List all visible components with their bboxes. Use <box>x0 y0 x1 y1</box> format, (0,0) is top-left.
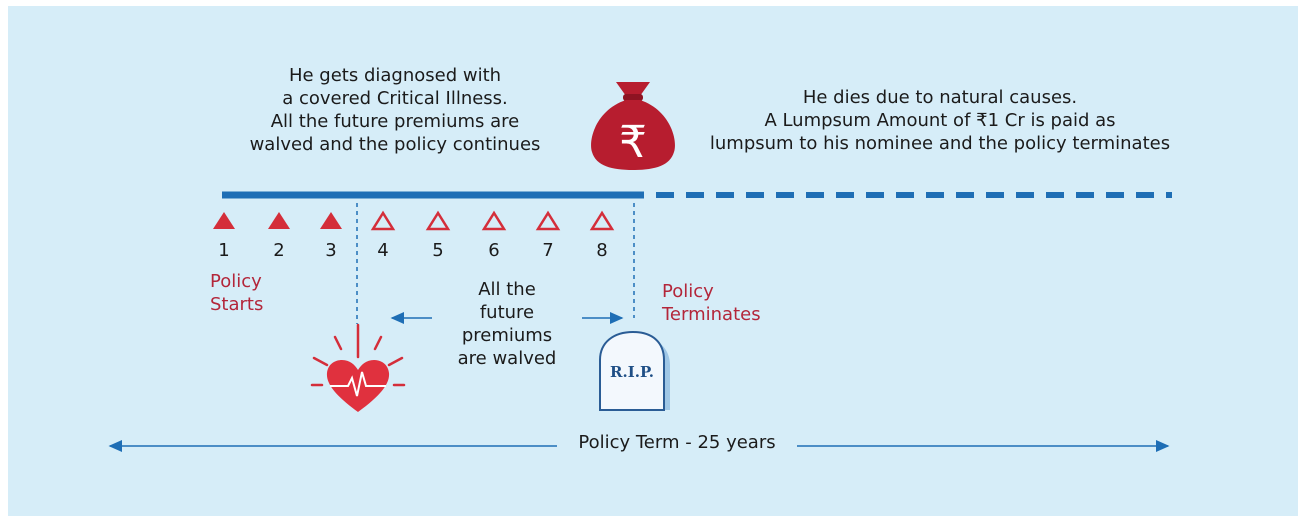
premium-number-6: 6 <box>488 240 500 261</box>
tombstone-icon: R.I.P. <box>599 330 670 411</box>
policy-terminates-line-2: Terminates <box>662 304 761 325</box>
diagram-panel <box>8 6 1298 516</box>
illness-line-2: a covered Critical Illness. <box>282 88 508 109</box>
waived-premium-triangle-icon <box>425 210 451 231</box>
waiver-note: All the future premiums are walved <box>432 278 582 370</box>
premium-number-2: 2 <box>273 240 285 261</box>
illness-line-1: He gets diagnosed with <box>288 65 502 86</box>
death-line-2: A Lumpsum Amount of ₹1 Cr is paid as <box>764 110 1116 131</box>
policy-starts-line-2: Starts <box>210 294 264 315</box>
waived-premium-triangle-icon <box>589 210 615 231</box>
money-bag-icon: ₹ <box>591 82 675 170</box>
illness-event-text: He gets diagnosed with a covered Critica… <box>230 64 560 156</box>
currency-symbol: ₹ <box>619 117 647 168</box>
paid-premium-triangle-icon <box>268 212 290 229</box>
waived-premium-triangle-icon <box>370 210 396 231</box>
paid-premium-triangle-icon <box>213 212 235 229</box>
waived-premium-triangle-icon <box>481 210 507 231</box>
waived-premium-triangle-icon <box>535 210 561 231</box>
premium-number-1: 1 <box>218 240 230 261</box>
premium-number-3: 3 <box>325 240 337 261</box>
illness-line-4: walved and the policy continues <box>249 134 541 155</box>
policy-starts-label: Policy Starts <box>210 270 263 316</box>
policy-terminates-line-1: Policy <box>662 281 714 302</box>
illness-line-3: All the future premiums are <box>270 111 520 132</box>
paid-premium-triangle-icon <box>320 212 342 229</box>
premium-number-5: 5 <box>432 240 444 261</box>
heart-icon <box>310 323 406 412</box>
policy-terminates-label: Policy Terminates <box>662 280 761 326</box>
policy-term-label: Policy Term - 25 years <box>557 432 797 453</box>
waiver-note-line-2: future <box>479 302 535 323</box>
premium-number-7: 7 <box>542 240 554 261</box>
death-event-text: He dies due to natural causes. A Lumpsum… <box>650 86 1230 155</box>
policy-starts-line-1: Policy <box>210 271 262 292</box>
premium-number-8: 8 <box>596 240 608 261</box>
rip-text: R.I.P. <box>610 363 654 381</box>
waiver-note-line-1: All the <box>478 279 536 300</box>
waiver-note-line-4: are walved <box>457 348 557 369</box>
waiver-note-line-3: premiums <box>461 325 553 346</box>
death-line-3: lumpsum to his nominee and the policy te… <box>709 133 1171 154</box>
death-line-1: He dies due to natural causes. <box>802 87 1078 108</box>
premium-number-4: 4 <box>377 240 389 261</box>
